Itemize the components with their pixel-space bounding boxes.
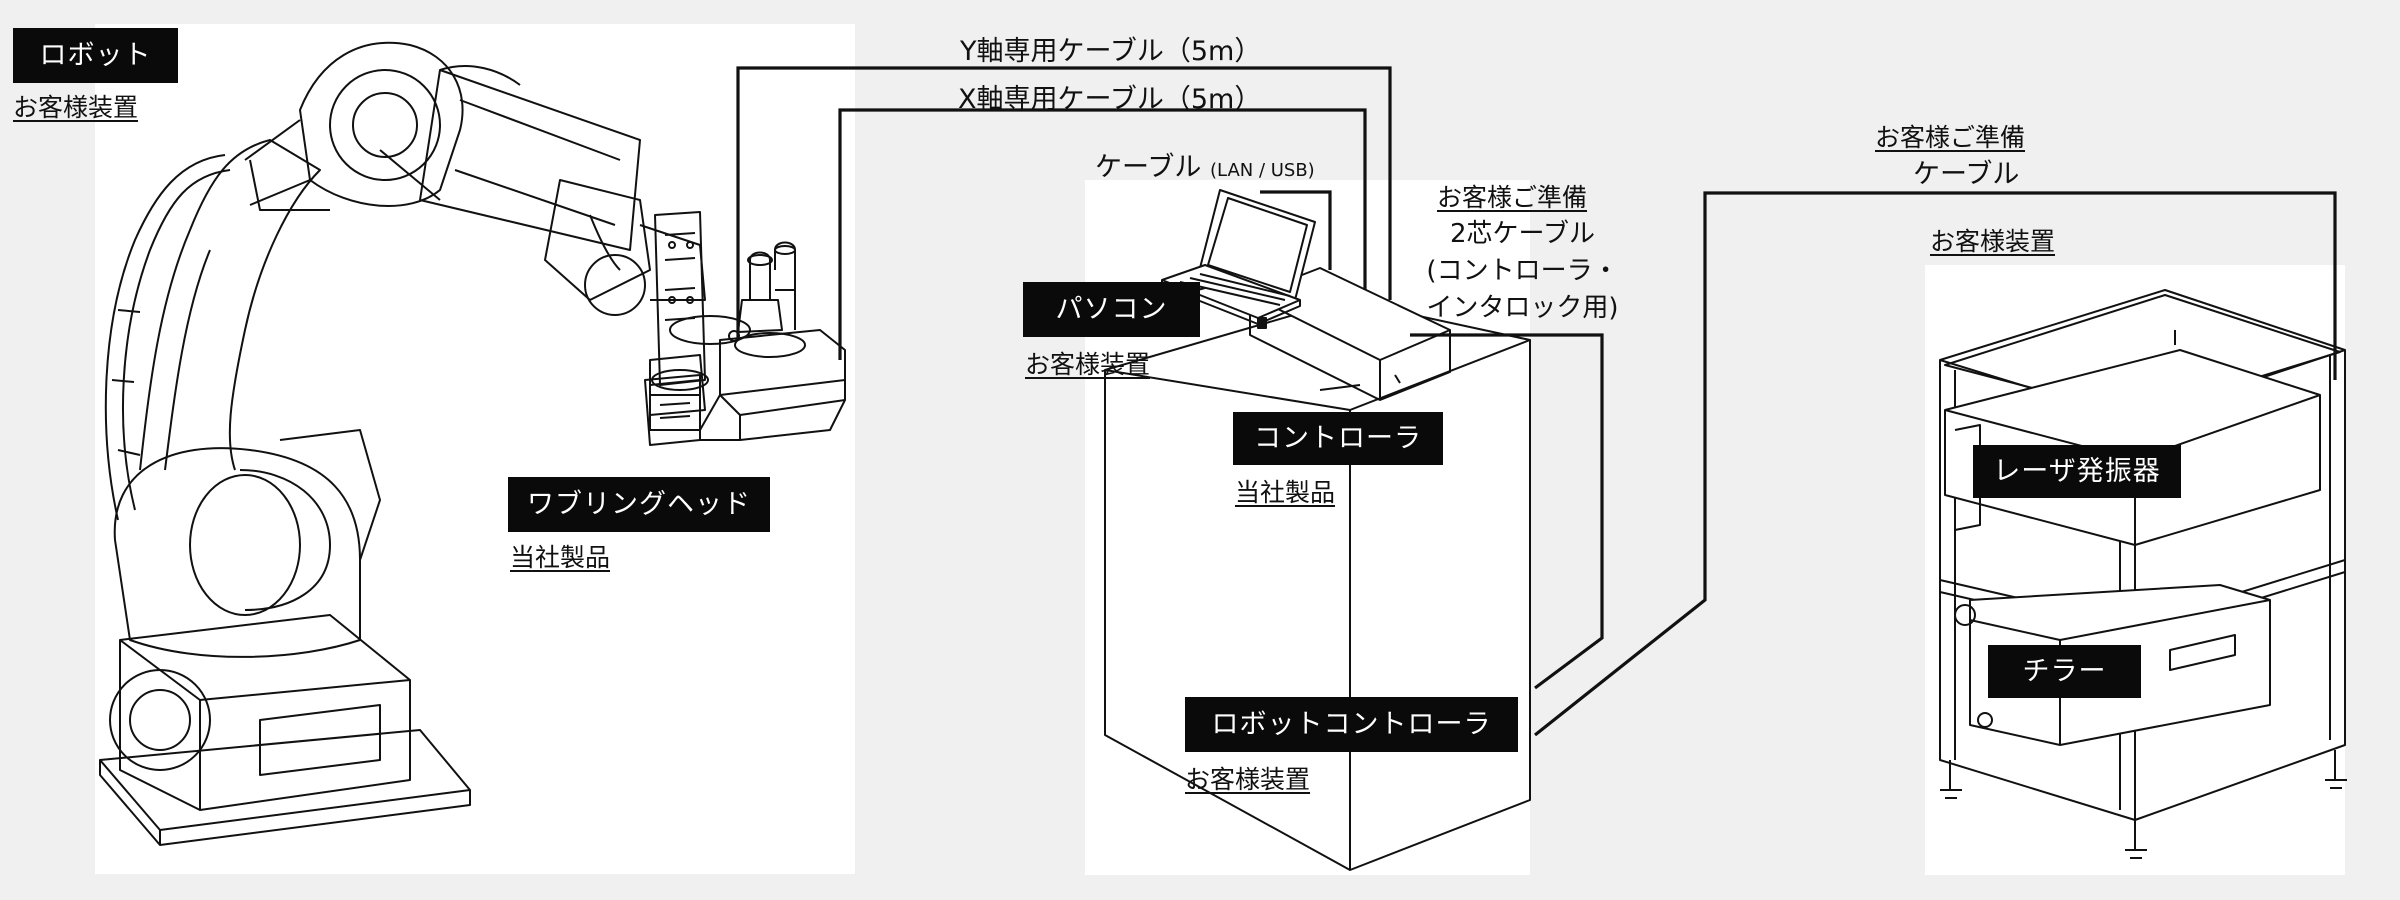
wobbling-head-owner: 当社製品 — [510, 543, 611, 572]
pc-label: パソコン — [1023, 282, 1200, 337]
wobbling-head-label: ワブリングヘッド — [508, 477, 770, 532]
cable-2core-line3: インタロック用) — [1426, 293, 1619, 323]
cable-2core-line1: 2芯ケーブル — [1450, 219, 1595, 249]
cable-y-line — [736, 66, 1392, 338]
pc-owner: お客様装置 — [1025, 350, 1151, 379]
cable-2core-owner: お客様ご準備 — [1437, 183, 1588, 212]
cable-pc-detail: (LAN / USB) — [1209, 160, 1315, 181]
laser-label: レーザ発振器 — [1973, 445, 2181, 498]
cable-pc-label: ケーブル (LAN / USB) — [1095, 145, 1315, 184]
controller-owner: 当社製品 — [1235, 478, 1336, 507]
cable-x-line — [838, 108, 1367, 360]
control-cabinet-illustration — [1104, 189, 1531, 871]
cable-pc-text: ケーブル — [1095, 152, 1202, 183]
cable-y-label: Y軸専用ケーブル（5m） — [960, 36, 1262, 67]
cable-robot-controller-line — [1534, 191, 2337, 737]
cable-laser-label: ケーブル — [1913, 159, 2020, 190]
cable-2core-line2: (コントローラ・ — [1426, 256, 1619, 286]
chiller-label: チラー — [1988, 645, 2141, 698]
controller-label: コントローラ — [1233, 412, 1443, 465]
robot-controller-owner: お客様装置 — [1185, 765, 1311, 794]
laser-rack-owner: お客様装置 — [1930, 227, 2056, 256]
laser-rack-illustration — [1939, 289, 2347, 859]
cable-x-label: X軸専用ケーブル（5m） — [958, 84, 1262, 115]
robot-owner: お客様装置 — [13, 93, 139, 122]
robot-illustration — [99, 41, 846, 846]
cable-layer — [736, 66, 2337, 737]
cable-2core-line — [1410, 333, 1604, 690]
wobbling-head-illustration — [644, 211, 846, 446]
laptop-illustration — [1161, 189, 1316, 325]
cable-laser-owner: お客様ご準備 — [1875, 123, 2026, 152]
cable-lan-line — [1260, 190, 1332, 270]
robot-controller-label: ロボットコントローラ — [1185, 697, 1518, 752]
cable-2core-spec: 2芯ケーブル (コントローラ・ インタロック用) — [1420, 216, 1625, 327]
robot-label: ロボット — [13, 28, 178, 83]
